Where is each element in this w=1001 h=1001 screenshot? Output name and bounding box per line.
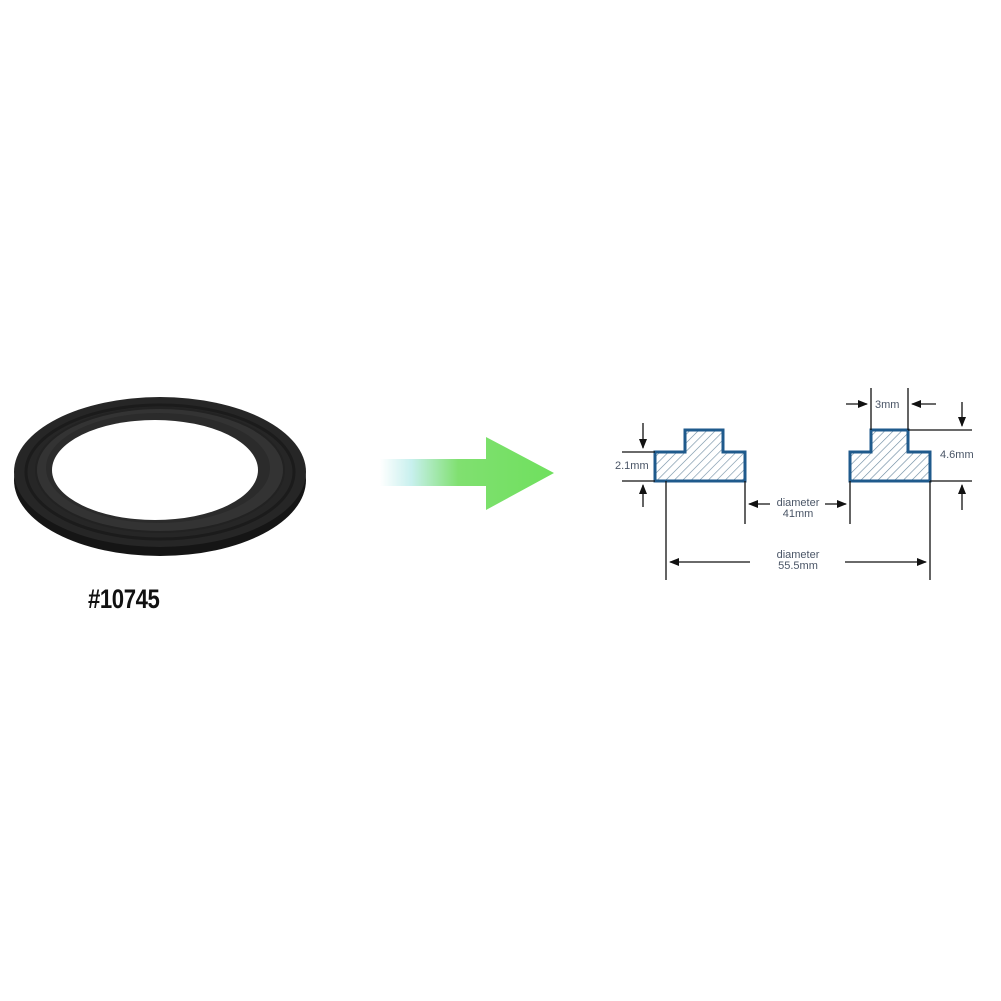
arrow (378, 434, 558, 514)
total-height-label: 4.6mm (940, 449, 974, 461)
arrow-right-icon (380, 437, 554, 510)
inner-diameter-caption: diameter (776, 497, 820, 509)
gasket-ring-icon (14, 397, 306, 556)
outer-diameter-caption: diameter (776, 549, 820, 561)
lip-height-label: 2.1mm (615, 460, 649, 472)
left-profile (653, 428, 747, 483)
outer-diameter-label: diameter 55.5mm (760, 550, 836, 572)
gasket-image (0, 380, 320, 580)
right-profile (848, 428, 932, 483)
outer-diameter-value: 55.5mm (778, 560, 818, 572)
part-number-label: #10745 (88, 584, 160, 614)
inner-diameter-label: diameter 41mm (770, 498, 826, 520)
tab-width-label: 3mm (875, 399, 900, 411)
inner-diameter-value: 41mm (782, 508, 814, 520)
